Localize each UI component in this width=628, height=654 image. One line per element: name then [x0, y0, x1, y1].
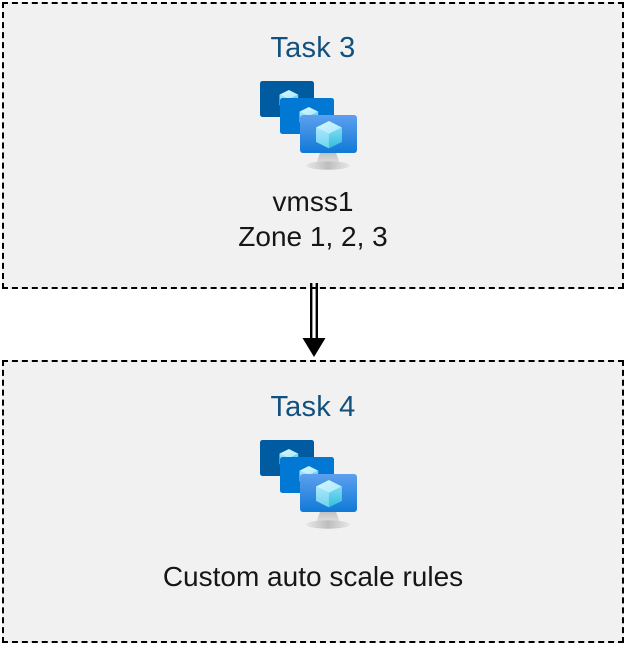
- task-box-task3[interactable]: Task 3: [2, 2, 624, 289]
- caption-line-1: vmss1: [272, 186, 354, 217]
- azure-vm-scale-set-icon: [254, 76, 372, 174]
- task-box-task4[interactable]: Task 4: [2, 360, 624, 643]
- caption-line-1: Custom auto scale rules: [162, 561, 464, 592]
- task-title: Task 4: [270, 391, 356, 423]
- connector-arrow-task3-to-task4: [296, 283, 332, 361]
- node-caption: Custom auto scale rules: [163, 559, 463, 594]
- caption-line-2: Zone 1, 2, 3: [238, 221, 388, 252]
- task-title: Task 3: [270, 32, 356, 64]
- azure-vm-scale-set-icon: [254, 435, 372, 533]
- node-caption: vmss1 Zone 1, 2, 3: [238, 184, 387, 254]
